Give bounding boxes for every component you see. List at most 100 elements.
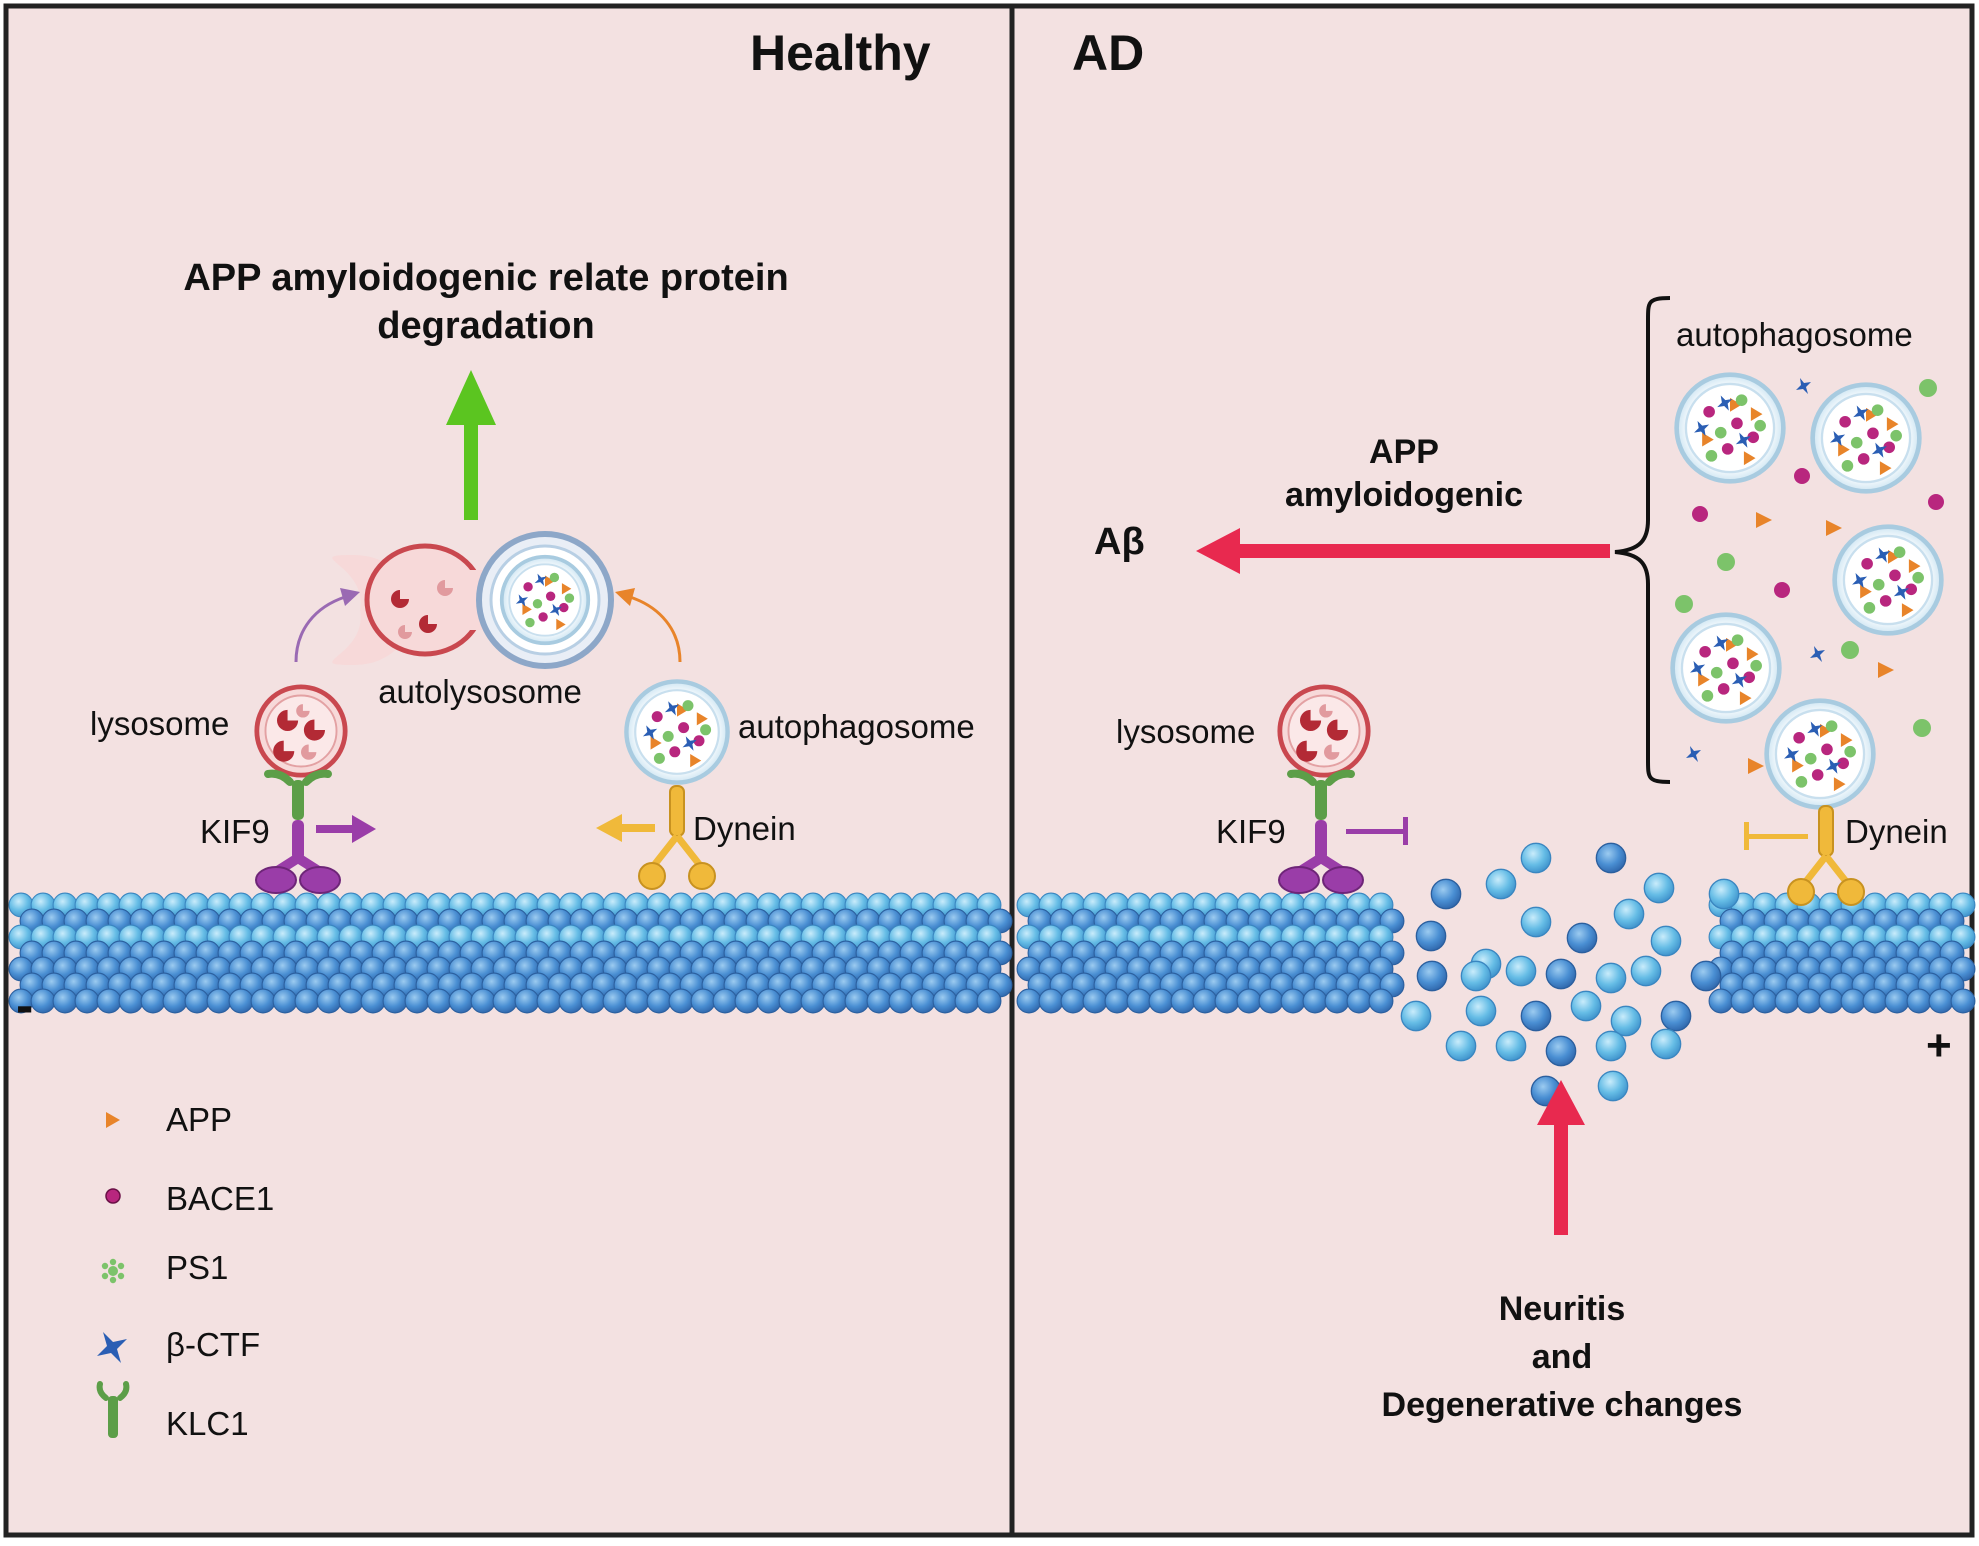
legend-item-ps1: PS1 [101,1249,228,1286]
tubulin-subunit [1928,988,1954,1014]
autolysosome-icon [332,531,614,669]
kif9-motor-icon [255,769,341,894]
tubulin-subunit [646,988,672,1014]
loose-tubulin-subunit [1415,920,1447,952]
legend-label-beta-ctf: β-CTF [166,1326,260,1363]
tubulin-subunit [1708,988,1734,1014]
tubulin-subunit [404,988,430,1014]
magenta-dot-icon [105,1188,121,1204]
tubulin-subunit [140,988,166,1014]
tubulin-subunit [1730,988,1756,1014]
tubulin-subunit [624,988,650,1014]
tubulin-subunit [1774,988,1800,1014]
outcome-line1: Neuritis [1499,1290,1626,1328]
tubulin-subunit [514,988,540,1014]
green-up-arrow-icon [446,370,496,520]
loose-tubulin-subunit [1570,990,1602,1022]
tubulin-subunit [602,988,628,1014]
loose-tubulin-subunit [1630,955,1662,987]
tubulin-subunit [1818,988,1844,1014]
klc1-y-icon [96,1381,130,1438]
legend-label-bace1: BACE1 [166,1180,274,1217]
tubulin-subunit [1796,988,1822,1014]
ad-autophagosome-3 [1835,527,1942,634]
tubulin-subunit [294,988,320,1014]
ad-lysosome-icon [1280,687,1368,775]
loose-tubulin-subunit [1708,878,1740,910]
ad-autophagosome-4 [1673,615,1780,722]
tubulin-subunit [118,988,144,1014]
loose-tubulin-subunit [1505,955,1537,987]
tubulin-subunit [668,988,694,1014]
tubulin-subunit [954,988,980,1014]
loose-tubulin-subunit [1597,1070,1629,1102]
tubulin-subunit [1236,988,1262,1014]
loose-tubulin-subunit [1460,960,1492,992]
loose-tubulin-subunit [1566,922,1598,954]
legend-label-ps1: PS1 [166,1249,228,1286]
ad-kif9-motor-icon [1278,769,1364,894]
autophagosome-icon [626,681,727,782]
tubulin-subunit [1752,988,1778,1014]
orange-triangle-icon [106,1112,120,1128]
loose-tubulin-subunit [1690,960,1722,992]
tubulin-subunit [1324,988,1350,1014]
tubulin-subunit [1280,988,1306,1014]
microtubule-ad-right [1708,892,1976,1014]
tubulin-subunit [1906,988,1932,1014]
legend-item-klc1: KLC1 [96,1381,249,1442]
loose-tubulin-subunit [1430,878,1462,910]
ad-dynein-motor-icon [1787,805,1865,906]
microtubule-ad-left [1016,892,1405,1014]
loose-tubulin-subunit [1595,842,1627,874]
autolysosome-label: autolysosome [378,673,582,710]
minus-end-label: - [16,977,33,1035]
legend-label-klc1: KLC1 [166,1405,249,1442]
microtubule-left [8,892,1013,1014]
loose-tubulin-subunit [1520,842,1552,874]
tubulin-subunit [800,988,826,1014]
tubulin-subunit [1302,988,1328,1014]
lysosome-label: lysosome [90,705,229,742]
tubulin-subunit [756,988,782,1014]
tubulin-subunit [558,988,584,1014]
tubulin-subunit [360,988,386,1014]
tubulin-subunit [822,988,848,1014]
tubulin-subunit [492,988,518,1014]
tubulin-subunit [1126,988,1152,1014]
loose-tubulin-subunit [1520,1000,1552,1032]
ad-autophagosome-label: autophagosome [1676,316,1913,353]
loose-tubulin-subunit [1660,1000,1692,1032]
outcome-line2: and [1532,1338,1592,1376]
legend-item-app: APP [106,1101,232,1138]
ad-autophagosome-5 [1767,701,1874,808]
tubulin-subunit [184,988,210,1014]
green-star-icon [101,1258,125,1284]
tubulin-subunit [162,988,188,1014]
tubulin-subunit [932,988,958,1014]
tubulin-subunit [448,988,474,1014]
tubulin-subunit [272,988,298,1014]
ad-autophagosome-2 [1813,385,1920,492]
loose-tubulin-subunit [1445,1030,1477,1062]
tubulin-subunit [866,988,892,1014]
tubulin-subunit [1258,988,1284,1014]
loose-tubulin-subunit [1650,1028,1682,1060]
lysosome-to-autolysosome-arrow-icon [294,588,360,663]
ad-title: AD [1072,25,1144,81]
loose-tubulin-subunit [1520,906,1552,938]
autophagosome-group-brace [1614,296,1671,784]
tubulin-subunit [536,988,562,1014]
kif9-label: KIF9 [200,813,270,850]
loose-tubulin-subunit [1610,1005,1642,1037]
tubulin-subunit [1346,988,1372,1014]
ad-kif9-label: KIF9 [1216,813,1286,850]
tubulin-subunit [1192,988,1218,1014]
blue-four-point-star-icon [97,1332,127,1363]
dynein-direction-arrow-icon [596,814,655,842]
tubulin-subunit [976,988,1002,1014]
tubulin-subunit [30,988,56,1014]
tubulin-subunit [1950,988,1976,1014]
tubulin-subunit [888,988,914,1014]
